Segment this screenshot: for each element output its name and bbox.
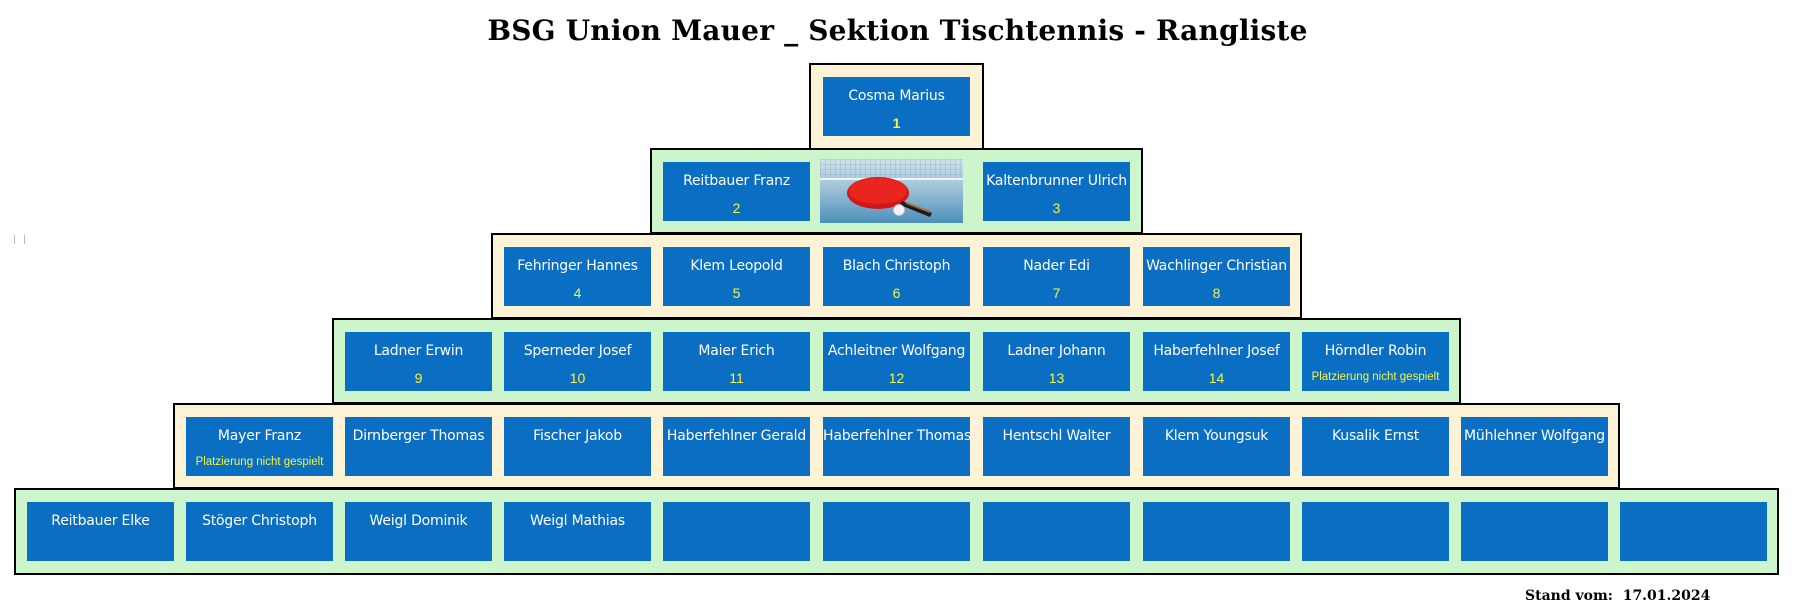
player-name: Kusalik Ernst <box>1332 428 1419 444</box>
player-name: Ladner Erwin <box>373 343 464 359</box>
player-cell: Weigl Dominik <box>345 502 492 561</box>
stand-value: 17.01.2024 <box>1622 588 1711 604</box>
player-cell: Wachlinger Christian 8 <box>1143 247 1290 306</box>
player-rank: 3 <box>1052 200 1061 216</box>
player-rank: 10 <box>569 370 586 386</box>
player-cell: Nader Edi 7 <box>983 247 1130 306</box>
empty-cell <box>663 502 810 561</box>
player-cell: Achleitner Wolfgang 12 <box>823 332 970 391</box>
player-cell: Hentschl Walter <box>983 417 1130 476</box>
player-name: Dirnberger Thomas <box>352 428 485 444</box>
page-title: BSG Union Mauer _ Sektion Tischtennis - … <box>487 14 1308 47</box>
player-name: Fehringer Hannes <box>517 258 638 274</box>
player-name: Reitbauer Franz <box>683 173 790 189</box>
player-rank: 4 <box>573 285 582 301</box>
empty-cell <box>1461 502 1608 561</box>
stand-label: Stand vom: <box>1525 588 1613 604</box>
player-rank: 6 <box>892 285 901 301</box>
cell-marker <box>14 235 15 244</box>
player-rank: 12 <box>888 370 905 386</box>
player-cell: Hörndler Robin Platzierung nicht gespiel… <box>1302 332 1449 391</box>
player-name: Mühlehner Wolfgang <box>1464 428 1605 444</box>
player-name: Nader Edi <box>1023 258 1090 274</box>
player-cell: Stöger Christoph <box>186 502 333 561</box>
player-cell: Sperneder Josef 10 <box>504 332 651 391</box>
cell-marker <box>24 235 25 244</box>
player-rank: 14 <box>1208 370 1225 386</box>
player-name: Achleitner Wolfgang <box>827 343 966 359</box>
player-name: Blach Christoph <box>842 258 951 274</box>
player-name: Wachlinger Christian <box>1146 258 1287 274</box>
table-tennis-paddle-image <box>820 159 963 223</box>
player-rank: 5 <box>732 285 741 301</box>
player-cell: Mühlehner Wolfgang <box>1461 417 1608 476</box>
player-rank: 9 <box>414 370 423 386</box>
player-name: Klem Youngsuk <box>1164 428 1269 444</box>
player-cell: Kusalik Ernst <box>1302 417 1449 476</box>
player-cell: Ladner Johann 13 <box>983 332 1130 391</box>
player-rank: Platzierung nicht gespielt <box>195 456 324 468</box>
player-cell: Klem Leopold 5 <box>663 247 810 306</box>
player-cell: Kaltenbrunner Ulrich 3 <box>983 162 1130 221</box>
player-cell: Haberfehlner Gerald <box>663 417 810 476</box>
player-cell: Fehringer Hannes 4 <box>504 247 651 306</box>
player-rank: 1 <box>892 115 901 131</box>
player-cell: Cosma Marius 1 <box>823 77 970 136</box>
player-cell: Fischer Jakob <box>504 417 651 476</box>
empty-cell <box>1143 502 1290 561</box>
player-cell: Klem Youngsuk <box>1143 417 1290 476</box>
player-name: Stöger Christoph <box>202 513 317 529</box>
player-name: Weigl Mathias <box>530 513 625 529</box>
player-name: Fischer Jakob <box>533 428 622 444</box>
player-rank: 13 <box>1048 370 1065 386</box>
empty-cell <box>983 502 1130 561</box>
player-name: Cosma Marius <box>848 88 945 104</box>
player-name: Haberfehlner Josef <box>1153 343 1280 359</box>
empty-cell <box>1302 502 1449 561</box>
player-cell: Haberfehlner Thomas <box>823 417 972 476</box>
player-cell: Mayer Franz Platzierung nicht gespielt <box>186 417 333 476</box>
player-name: Maier Erich <box>698 343 775 359</box>
player-cell: Dirnberger Thomas <box>345 417 492 476</box>
player-cell: Maier Erich 11 <box>663 332 810 391</box>
player-cell: Reitbauer Elke <box>27 502 174 561</box>
player-cell: Weigl Mathias <box>504 502 651 561</box>
player-name: Kaltenbrunner Ulrich <box>986 173 1127 189</box>
player-name: Weigl Dominik <box>369 513 468 529</box>
empty-cell <box>823 502 970 561</box>
player-name: Mayer Franz <box>217 428 302 444</box>
player-rank: Platzierung nicht gespielt <box>1311 371 1440 383</box>
player-cell: Reitbauer Franz 2 <box>663 162 810 221</box>
player-name: Hörndler Robin <box>1324 343 1427 359</box>
player-rank: 7 <box>1052 285 1061 301</box>
empty-cell <box>1620 502 1767 561</box>
player-rank: 8 <box>1212 285 1221 301</box>
player-name: Haberfehlner Gerald <box>666 428 807 444</box>
player-name: Hentschl Walter <box>1002 428 1111 444</box>
stand-date: Stand vom: 17.01.2024 <box>1525 588 1710 604</box>
player-name: Sperneder Josef <box>523 343 632 359</box>
player-name: Reitbauer Elke <box>51 513 150 529</box>
player-cell: Blach Christoph 6 <box>823 247 970 306</box>
player-name: Ladner Johann <box>1007 343 1106 359</box>
player-cell: Haberfehlner Josef 14 <box>1143 332 1290 391</box>
player-rank: 2 <box>732 200 741 216</box>
player-rank: 11 <box>729 370 744 386</box>
player-cell: Ladner Erwin 9 <box>345 332 492 391</box>
player-name: Klem Leopold <box>690 258 783 274</box>
player-name: Haberfehlner Thomas <box>823 428 972 444</box>
